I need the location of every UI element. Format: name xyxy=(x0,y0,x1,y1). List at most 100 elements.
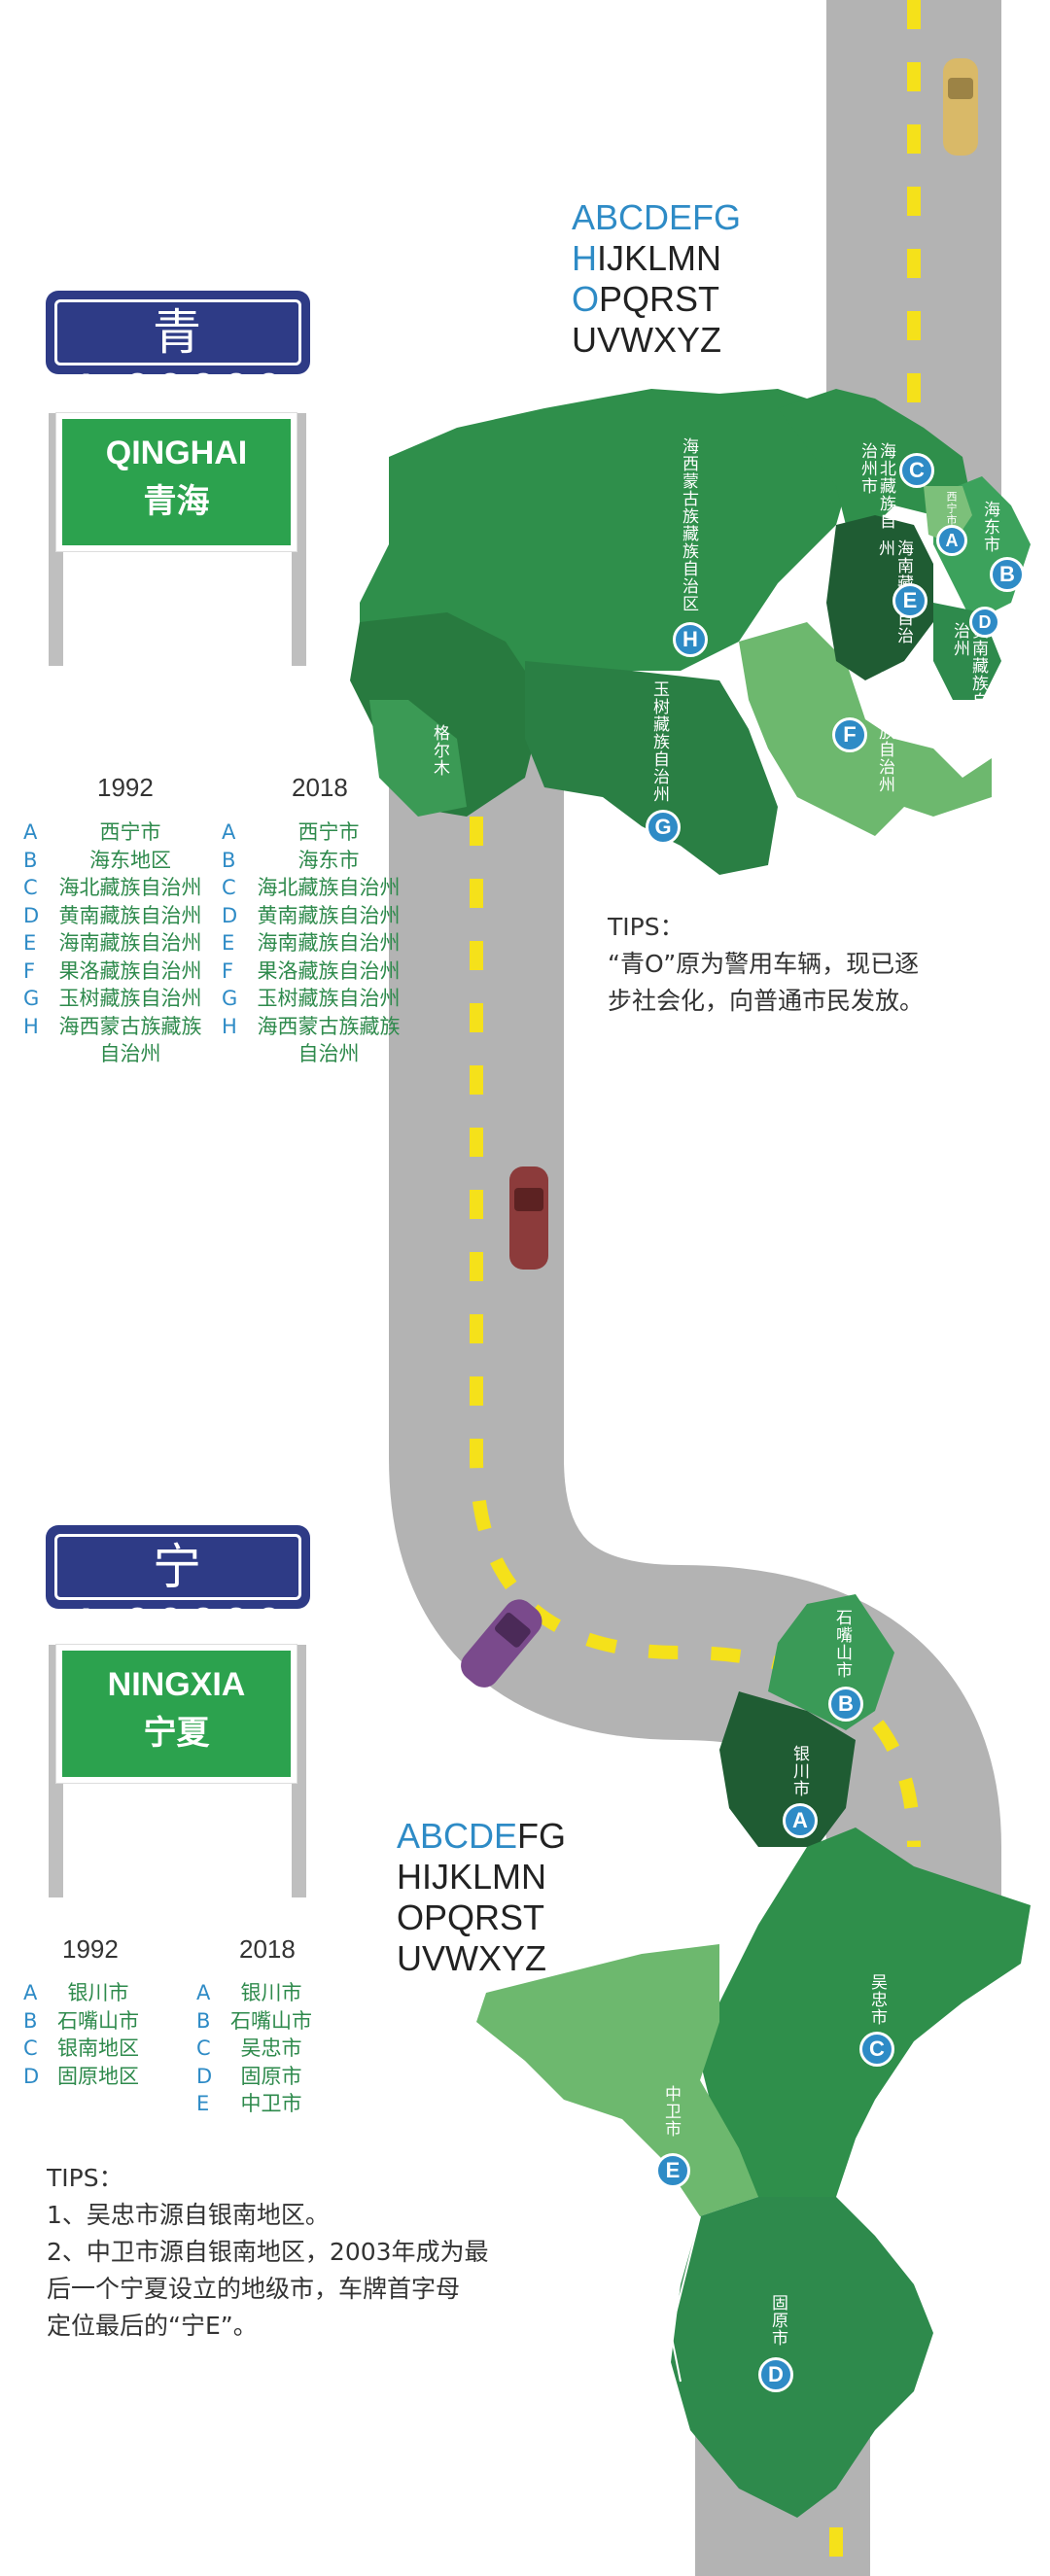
region-label-haibei: 海北藏族自治州市 xyxy=(858,442,895,530)
list-item: 自治州 xyxy=(23,1040,214,1068)
list-item-text: 海南藏族自治州 xyxy=(257,931,401,955)
list-item-text: 西宁市 xyxy=(298,820,360,844)
list-item: A 西宁市 xyxy=(222,818,412,847)
region-label-yushu: 玉树藏族自治州 xyxy=(649,680,669,803)
list-item-text: 黄南藏族自治州 xyxy=(58,903,202,927)
list-item-text: 海北藏族自治州 xyxy=(58,876,202,899)
list-item-text: 玉树藏族自治州 xyxy=(58,987,202,1010)
list-item-text: 海西蒙古族藏族 xyxy=(58,1014,202,1038)
list-item-text: 海东地区 xyxy=(89,848,171,872)
list-item-text: 石嘴山市 xyxy=(57,2008,139,2033)
region-label-wuzhong: 吴忠市 xyxy=(867,1973,887,2026)
marker-qinghai-h: H xyxy=(673,622,708,657)
car-top xyxy=(943,58,978,156)
alphabet-row-4: UVWXYZ xyxy=(397,1938,547,1978)
list-item-letter: H xyxy=(23,1014,39,1038)
list-item-letter: G xyxy=(222,987,238,1010)
car-middle xyxy=(509,1166,548,1270)
list-item: C 海北藏族自治州 xyxy=(23,874,214,902)
marker-qinghai-g: G xyxy=(646,810,681,845)
tips-line: 定位最后的“宁E”。 xyxy=(47,2312,258,2340)
region-label-xining: 西宁市 xyxy=(945,491,958,526)
list-item-text: 玉树藏族自治州 xyxy=(257,987,401,1010)
alphabet-row-2: HIJKLMN xyxy=(397,1857,547,1897)
marker-qinghai-f: F xyxy=(832,717,867,752)
alphabet-row-2: HIJKLMN xyxy=(572,238,722,278)
list-item-letter: B xyxy=(23,848,38,872)
plate-text: 宁A·00000 xyxy=(54,1534,301,1655)
list-item-text: 海南藏族自治州 xyxy=(58,931,202,955)
marker-qinghai-e: E xyxy=(892,583,928,618)
list-item-letter: C xyxy=(222,876,236,899)
list-item-letter: A xyxy=(23,1981,38,2004)
list-item-text: 果洛藏族自治州 xyxy=(257,958,401,983)
tips-line: “青O”原为警用车辆，现已逐 xyxy=(608,950,920,978)
list-item: 自治州 xyxy=(222,1040,412,1068)
sign-board: NINGXIA 宁夏 xyxy=(56,1645,297,1783)
list-item: G 玉树藏族自治州 xyxy=(23,985,214,1013)
alphabet-row-1: ABCDEFG xyxy=(572,197,742,237)
sign-chinese-name: 青海 xyxy=(143,482,210,521)
list-item-letter: D xyxy=(23,903,40,927)
list-item-letter: F xyxy=(23,958,36,983)
list-item-letter: C xyxy=(23,876,38,899)
list-item-text: 中卫市 xyxy=(240,2092,302,2115)
list-item-letter: C xyxy=(196,2036,211,2060)
region-label-huangnan: 黄南藏族自治州 xyxy=(950,622,988,710)
marker-qinghai-a: A xyxy=(936,525,967,556)
marker-qinghai-d: D xyxy=(969,607,1000,638)
list-item-text: 固原地区 xyxy=(57,2064,139,2088)
list-item-text: 自治州 xyxy=(298,1042,360,1065)
list-item-letter: B xyxy=(23,2008,38,2033)
tips-title: TIPS： xyxy=(47,2164,123,2192)
region-label-golog: 果洛藏族自治州 xyxy=(875,671,894,793)
region-label-yinchuan: 银川市 xyxy=(789,1745,809,1797)
list-item-letter: G xyxy=(23,987,40,1010)
list-item-letter: B xyxy=(196,2008,211,2033)
list-item: E 海南藏族自治州 xyxy=(23,929,214,957)
tips-title: TIPS： xyxy=(608,913,684,941)
list-item-letter xyxy=(23,1040,47,1068)
list-item-text: 果洛藏族自治州 xyxy=(58,958,202,983)
list-item-letter: A xyxy=(222,820,236,844)
ningxia-year-2018: 2018 xyxy=(239,1934,296,1964)
list-item-text: 海西蒙古族藏族 xyxy=(257,1014,401,1038)
marker-ningxia-a: A xyxy=(783,1803,818,1838)
region-label-haidong: 海东市 xyxy=(980,501,999,553)
list-item: E 海南藏族自治州 xyxy=(222,929,412,957)
car-curve xyxy=(461,1599,542,1688)
region-label-shizuishan: 石嘴山市 xyxy=(832,1609,852,1679)
list-item-text: 自治州 xyxy=(99,1042,161,1065)
sign-board: QINGHAI 青海 xyxy=(56,413,297,551)
marker-qinghai-b: B xyxy=(990,557,1025,592)
marker-ningxia-c: C xyxy=(859,2032,894,2067)
list-item-letter: E xyxy=(23,931,37,955)
list-item-letter: E xyxy=(196,2092,210,2115)
alphabet-row-1: ABCDEFG xyxy=(397,1816,567,1856)
region-label-haixi: 海西蒙古族藏族自治区 xyxy=(679,437,698,612)
region-label-golmud: 格尔木 xyxy=(430,724,449,777)
tips-line: 步社会化，向普通市民发放。 xyxy=(608,987,925,1015)
qinghai-tips: TIPS： “青O”原为警用车辆，现已逐 步社会化，向普通市民发放。 xyxy=(608,909,924,1020)
list-item-letter: D xyxy=(196,2064,213,2088)
sign-chinese-name: 宁夏 xyxy=(143,1714,210,1753)
sign-english-name: QINGHAI xyxy=(105,435,248,471)
ningxia-tips: TIPS： 1、吴忠市源自银南地区。 2、中卫市源自银南地区，2003年成为最 … xyxy=(47,2160,489,2345)
list-item-text: 石嘴山市 xyxy=(230,2008,312,2033)
ningxia-license-plate: 宁A·00000 xyxy=(49,1528,307,1655)
list-item-letter: E xyxy=(222,931,235,955)
qinghai-year-1992: 1992 xyxy=(97,773,154,802)
list-item-text: 海东市 xyxy=(298,848,360,872)
